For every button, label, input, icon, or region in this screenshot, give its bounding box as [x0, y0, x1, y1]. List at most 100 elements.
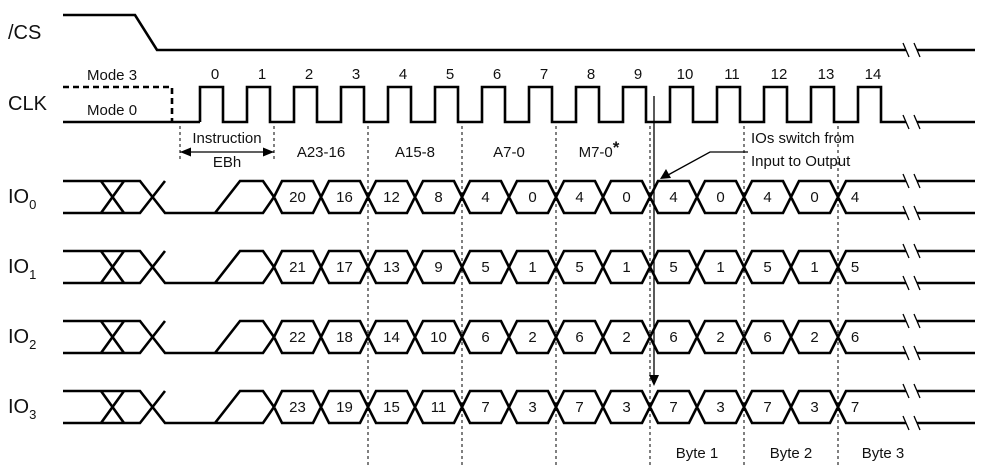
io2-label-main: IO: [8, 326, 29, 348]
mode3-label: Mode 3: [87, 67, 137, 84]
io3-bit-cell: 7: [575, 399, 583, 416]
io3-bit-cell: 3: [716, 399, 724, 416]
io1-bit-cell: 17: [336, 259, 353, 276]
io0-bit-cell: 4: [481, 189, 489, 206]
io0-bit-cell: 16: [336, 189, 353, 206]
clock-number: 5: [446, 66, 454, 83]
io0-bit-cell: 4: [575, 189, 583, 206]
clock-number: 1: [258, 66, 266, 83]
io-switch-note-line1: IOs switch from: [751, 130, 854, 147]
io1-bit-cell: 5: [669, 259, 677, 276]
io3-bit-cell: 7: [481, 399, 489, 416]
io1-bit-cell: 1: [810, 259, 818, 276]
byte-3-label: Byte 3: [862, 445, 905, 462]
io2-bit-cell: 10: [430, 329, 447, 346]
io2-bit-cell: 2: [810, 329, 818, 346]
clock-number: 7: [540, 66, 548, 83]
clock-number: 0: [211, 66, 219, 83]
io1-bit-cell: 5: [763, 259, 771, 276]
io1-bit-cell: 5: [851, 259, 859, 276]
clk-pulse-train: [198, 85, 975, 124]
phase-label-a23-16: A23-16: [297, 144, 345, 161]
boundary-lines: [179, 126, 839, 467]
clock-number: 4: [399, 66, 407, 83]
clock-number: 6: [493, 66, 501, 83]
byte-labels: Byte 1 Byte 2 Byte 3: [676, 445, 905, 462]
io2-bit-cell: 6: [575, 329, 583, 346]
instruction-code: EBh: [213, 154, 241, 171]
io0-label-main: IO: [8, 186, 29, 208]
io1-bit-cell: 21: [289, 259, 306, 276]
mode0-label: Mode 0: [87, 102, 137, 119]
clk-mode3-line: [63, 85, 174, 122]
io2-label-sub: 2: [29, 337, 36, 352]
io0-bit-cell: 20: [289, 189, 306, 206]
byte-2-label: Byte 2: [770, 445, 813, 462]
io3-bit-cell: 7: [763, 399, 771, 416]
io0-bit-cell: 4: [851, 189, 859, 206]
phase-label-a15-8: A15-8: [395, 144, 435, 161]
signal-labels: /CS CLK IO0 IO1 IO2 IO3: [8, 22, 48, 422]
io1-bit-cell: 9: [434, 259, 442, 276]
clock-number: 11: [724, 66, 740, 83]
io3-bit-cell: 3: [810, 399, 818, 416]
io0-bit-cell: 8: [434, 189, 442, 206]
io1-bit-cell: 1: [528, 259, 536, 276]
phase-label-m7-0-text: M7-0: [579, 144, 613, 161]
io1-bit-cell: 1: [716, 259, 724, 276]
clock-number: 12: [771, 66, 788, 83]
io3-label-sub: 3: [29, 407, 36, 422]
io0-bit-cell: 4: [669, 189, 677, 206]
io2-bit-cell: 6: [851, 329, 859, 346]
io-switch-annotation: IOs switch from Input to Output: [649, 96, 854, 386]
io3-bit-cell: 7: [669, 399, 677, 416]
io2-bit-cell: 6: [669, 329, 677, 346]
io2-bit-cell: 6: [763, 329, 771, 346]
io0-bit-cell: 4: [763, 189, 771, 206]
io2-bit-cell: 18: [336, 329, 353, 346]
io3-bit-cell: 15: [383, 399, 400, 416]
clock-number: 9: [634, 66, 642, 83]
io3-bit-cell: 7: [851, 399, 859, 416]
io1-bit-cell: 13: [383, 259, 400, 276]
io2-bit-cell: 14: [383, 329, 400, 346]
io3-bit-cell: 23: [289, 399, 306, 416]
clock-number: 10: [677, 66, 694, 83]
io1-bit-cell: 1: [622, 259, 630, 276]
io0-label: IO0: [8, 186, 36, 212]
io2-bit-cell: 6: [481, 329, 489, 346]
io3-bit-cell: 3: [528, 399, 536, 416]
instruction-label: Instruction: [192, 130, 261, 147]
cs-label: /CS: [8, 22, 41, 44]
phase-labels: A23-16 A15-8 A7-0 M7-0*: [297, 138, 620, 161]
phase-label-a7-0: A7-0: [493, 144, 525, 161]
clock-number: 14: [865, 66, 882, 83]
clk-label: CLK: [8, 93, 48, 115]
io0-bit-cell: 0: [716, 189, 724, 206]
io0-label-sub: 0: [29, 197, 36, 212]
clock-number: 8: [587, 66, 595, 83]
io3-label: IO3: [8, 396, 36, 422]
io2-bit-cell: 22: [289, 329, 306, 346]
io2-bit-cell: 2: [528, 329, 536, 346]
io0-bit-cell: 0: [622, 189, 630, 206]
clock-number: 13: [818, 66, 835, 83]
io1-label-sub: 1: [29, 267, 36, 282]
cs-waveform: [63, 13, 975, 58]
clock-number: 2: [305, 66, 313, 83]
io1-bit-cell: 5: [575, 259, 583, 276]
io0-bit-cell: 12: [383, 189, 400, 206]
io-switch-note-line2: Input to Output: [751, 153, 851, 170]
instruction-annotation: Instruction EBh: [180, 130, 274, 171]
io3-bit-cell: 11: [431, 399, 447, 416]
io1-label-main: IO: [8, 256, 29, 278]
io1-label: IO1: [8, 256, 36, 282]
